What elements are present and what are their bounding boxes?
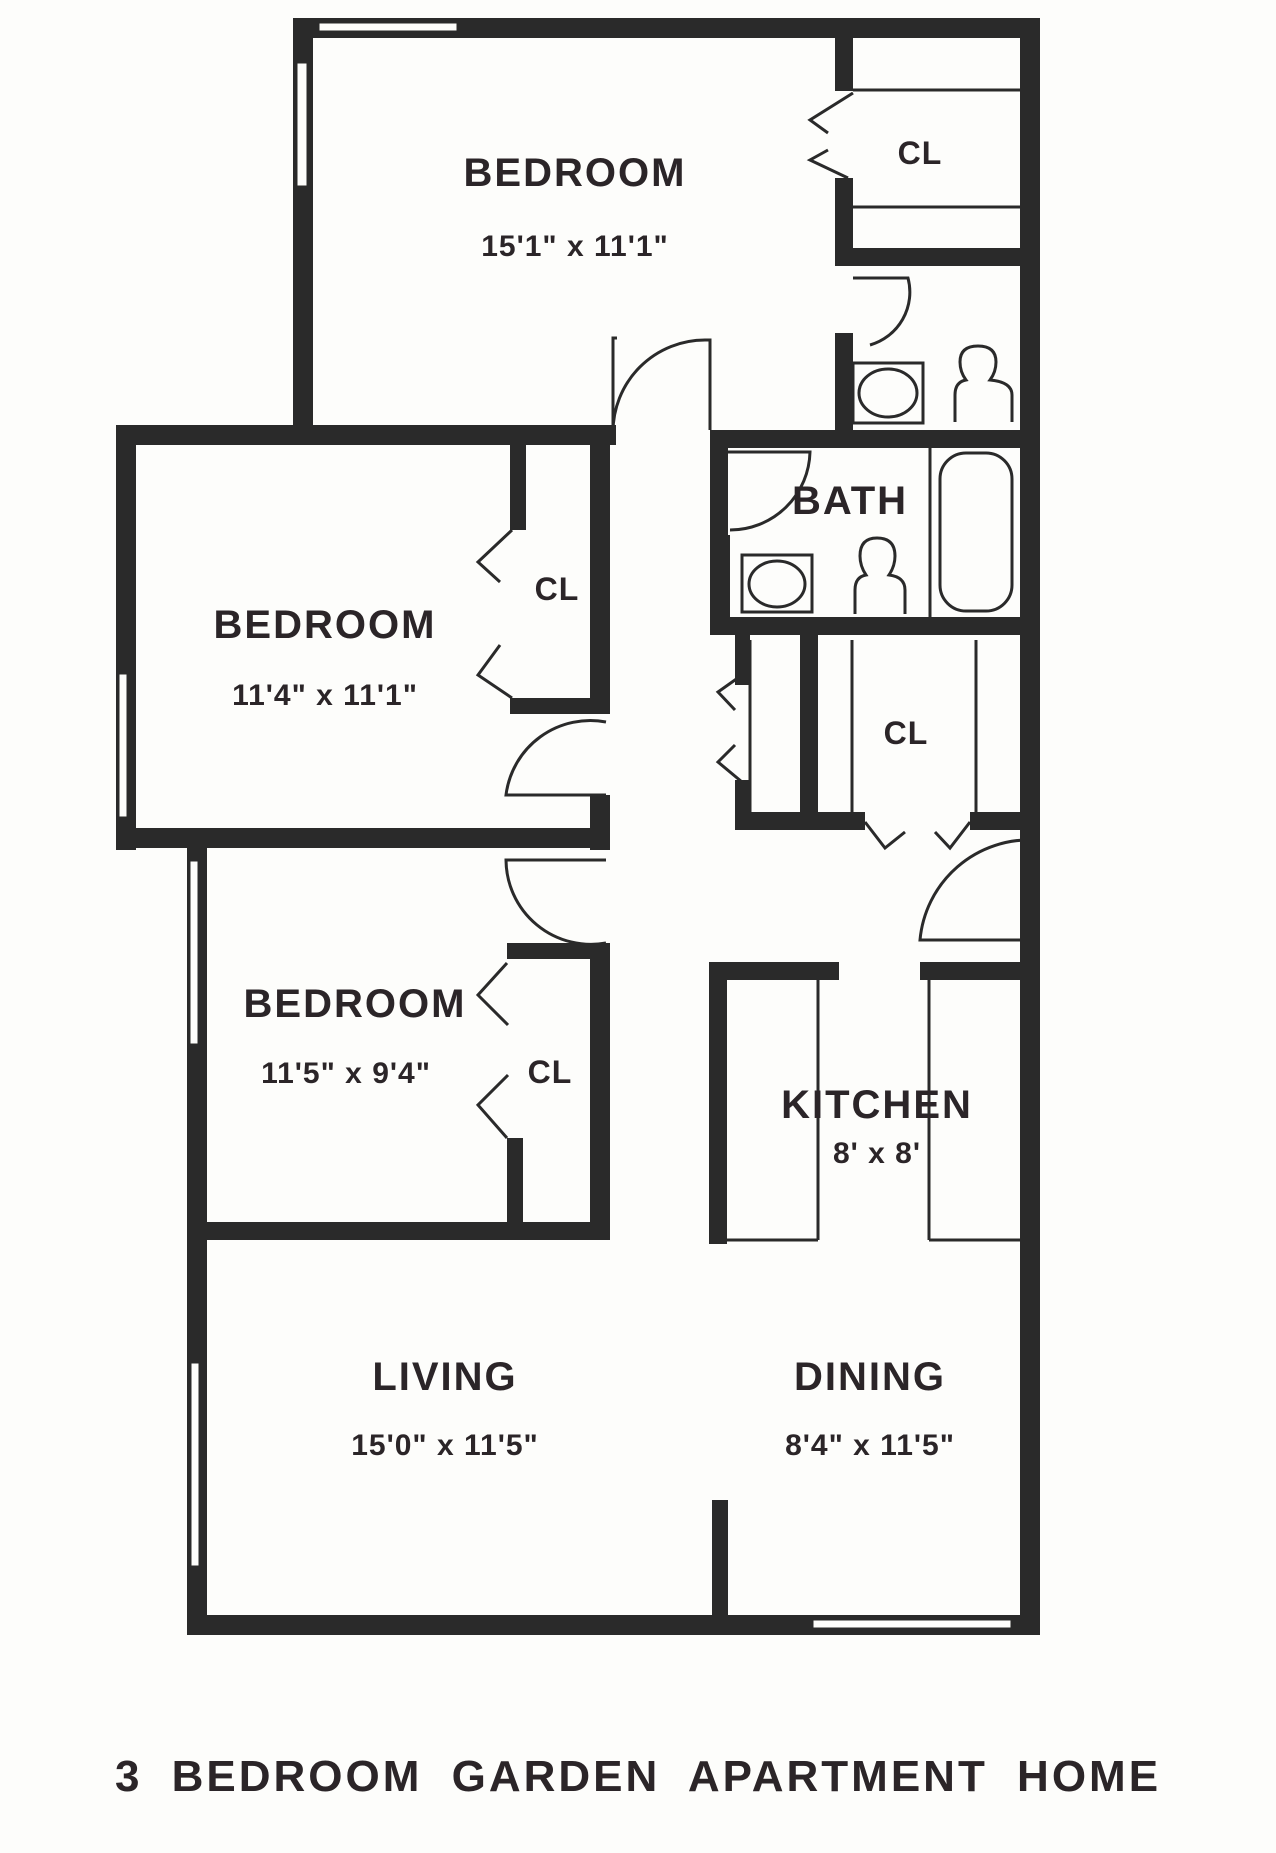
bifold-door-icon [715, 743, 743, 784]
bathtub-icon [938, 451, 1014, 613]
master-closet-label: CL [898, 135, 943, 171]
bath-door-swing-icon [728, 450, 812, 532]
hall-closet-walls [735, 635, 1040, 830]
living-dining-walls [187, 1500, 1040, 1635]
master-door-swing-icon [611, 338, 712, 433]
bedroom-3-label: BEDROOM [244, 982, 467, 1026]
bifold-door-icon [807, 91, 854, 135]
window-bedroom-2 [116, 671, 130, 820]
door-swing-icon [853, 276, 912, 347]
master-bedroom-dimensions: 15'1" x 11'1" [481, 230, 669, 263]
bifold-door-icon [806, 148, 849, 180]
bedroom-2-label: BEDROOM [214, 603, 437, 647]
bedroom-3-door-swing-icon [504, 858, 607, 946]
bifold-door-icon [475, 644, 513, 700]
bifold-door-icon [475, 1073, 510, 1139]
window-master-left [294, 60, 310, 189]
bath-label: BATH [792, 479, 908, 523]
bedroom-2-closet-label: CL [535, 571, 580, 607]
hall-closet-label: CL [884, 715, 929, 751]
bifold-door-icon [933, 821, 972, 851]
entry-door-threshold [810, 1617, 1014, 1631]
door-leaf [611, 336, 618, 430]
bedroom-2-dimensions: 11'4" x 11'1" [232, 679, 418, 712]
bedroom-3-dimensions: 11'5" x 9'4" [261, 1057, 431, 1090]
ensuite-toilet-icon [953, 344, 1014, 422]
bedroom-3-walls [187, 848, 610, 1633]
bifold-door-icon [475, 961, 510, 1027]
kitchen-door-swing-icon [918, 838, 1036, 942]
living-dimensions: 15'0" x 11'5" [351, 1429, 539, 1462]
dining-label: DINING [794, 1355, 946, 1399]
window-living [188, 1360, 202, 1569]
master-bedroom-label: BEDROOM [464, 151, 687, 195]
bath-sink-icon [740, 553, 814, 614]
ensuite-sink-icon [851, 361, 925, 425]
kitchen-counter-right [927, 980, 1020, 1242]
window-bedroom-3 [187, 858, 201, 1047]
bifold-door-icon [715, 673, 743, 712]
kitchen-walls [709, 940, 1040, 1633]
kitchen-counter-left [727, 980, 820, 1242]
bath-toilet-icon [853, 536, 907, 614]
bedroom-2-door-swing-icon [504, 719, 607, 797]
dining-dimensions: 8'4" x 11'5" [785, 1429, 955, 1462]
bedroom-2-walls [116, 430, 610, 850]
bedroom-3-closet-label: CL [528, 1054, 573, 1090]
living-label: LIVING [372, 1355, 517, 1399]
kitchen-label: KITCHEN [781, 1083, 973, 1127]
plan-title: 3 BEDROOM GARDEN APARTMENT HOME [114, 1752, 1162, 1801]
kitchen-dimensions: 8' x 8' [833, 1137, 921, 1170]
bifold-door-icon [863, 821, 906, 851]
bifold-door-icon [475, 528, 514, 584]
window-master-top [316, 20, 460, 34]
